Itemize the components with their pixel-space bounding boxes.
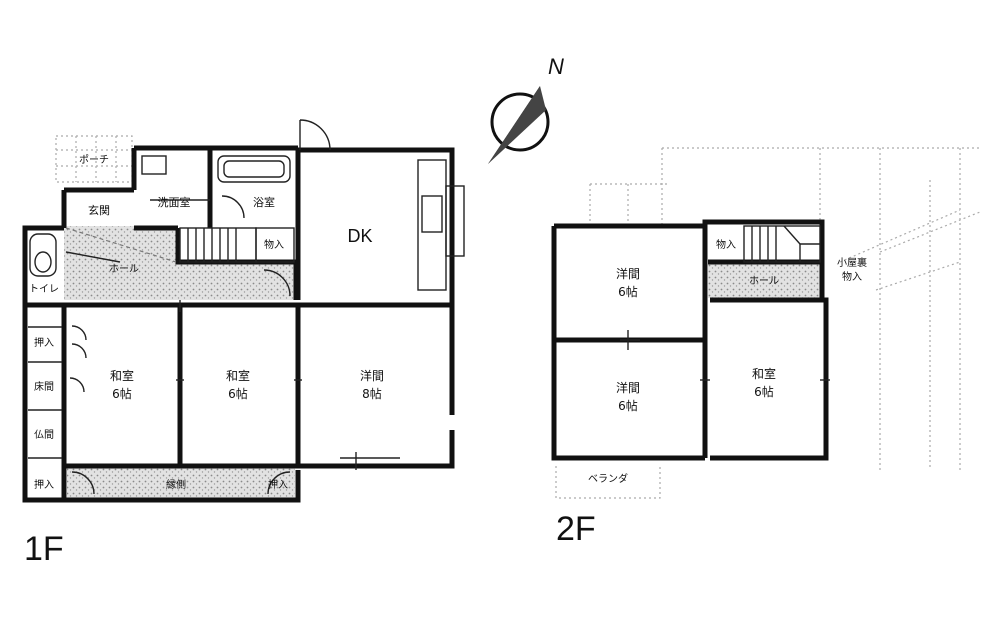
compass-icon: N [488,54,564,164]
label-hall-1f: ホール [109,263,139,275]
label-washitsu-2f: 和室 [752,366,776,381]
label-porch: ポーチ [79,154,109,166]
roof-outline [555,147,981,499]
label-storage-2f: 物入 [716,238,736,251]
label-hall-2f: ホール [749,275,779,287]
hall-1f-floor [64,226,178,300]
porch-outline [55,135,133,183]
hall-1f-floor-ext [178,262,296,300]
label-tokonoma: 床間 [34,380,54,393]
second-floor-plan: 洋間 6帖 洋間 6帖 和室 6帖 物入 ホール 小屋裏 物入 ベランダ [551,147,981,499]
stairs-1f [179,227,295,263]
floor-label-1f: 1F [24,530,64,568]
label-washitsu-a: 和室 [110,368,134,383]
label-youma-2f-b-size: 6帖 [618,398,638,413]
label-washroom: 洗面室 [158,195,191,209]
label-oshiire-1: 押入 [34,336,54,349]
label-youma-1f: 洋間 [360,368,384,383]
label-youma-2f-a: 洋間 [616,266,640,281]
entrance-door [299,119,331,151]
label-dk: DK [347,226,372,246]
label-oshiire-2: 押入 [34,478,54,491]
corridor-floor [67,466,295,498]
label-youma-2f-b: 洋間 [616,380,640,395]
floor-label-2f: 2F [556,510,596,548]
outer-walls-2f [551,219,829,461]
toilet-fixture [29,233,57,277]
compass-north-label: N [548,54,564,79]
label-storage-stair: 物入 [264,238,284,251]
label-attic-1: 小屋裏 [837,256,867,269]
label-butsuma: 仏間 [34,429,54,441]
label-genkan: 玄関 [88,203,110,217]
label-oshiire-3: 押入 [268,478,288,491]
label-toilet: トイレ [29,284,59,295]
hall-2f-floor [708,262,820,298]
label-washitsu-a-size: 6帖 [112,386,132,401]
stairs-2f [743,225,821,263]
label-youma-1f-size: 8帖 [362,386,382,401]
bathtub [217,155,291,183]
label-corridor: 縁側 [166,478,186,491]
label-veranda: ベランダ [588,472,628,485]
label-attic-2: 物入 [842,270,862,283]
first-floor-plan: ポーチ 玄関 洗面室 浴室 物入 DK ホール トイレ 押入 床間 仏間 押入 … [22,119,465,503]
label-washitsu-2f-size: 6帖 [754,384,774,399]
label-bath: 浴室 [253,195,275,209]
label-youma-2f-a-size: 6帖 [618,284,638,299]
label-washitsu-b-size: 6帖 [228,386,248,401]
inner-walls-2f [554,226,822,458]
label-washitsu-b: 和室 [226,368,250,383]
outer-walls-1f [22,145,455,503]
